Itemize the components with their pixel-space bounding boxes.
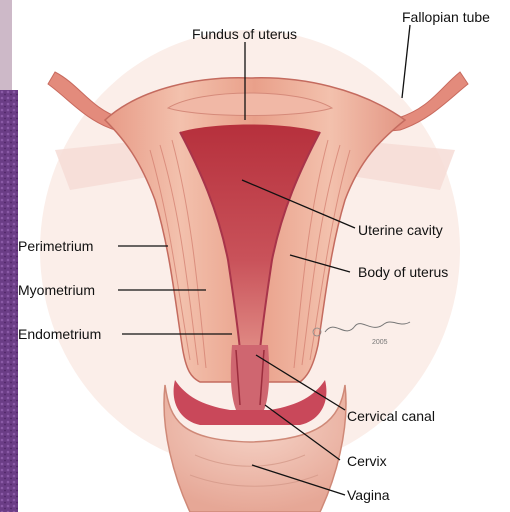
label-body-of-uterus: Body of uterus xyxy=(358,264,448,280)
label-cervix: Cervix xyxy=(347,453,387,469)
label-uterine-cavity: Uterine cavity xyxy=(358,222,443,238)
label-myometrium: Myometrium xyxy=(18,282,95,298)
label-fundus: Fundus of uterus xyxy=(192,26,297,42)
label-fallopian-tube: Fallopian tube xyxy=(402,9,490,25)
cervical-canal xyxy=(231,345,269,410)
label-perimetrium: Perimetrium xyxy=(18,238,93,254)
label-endometrium: Endometrium xyxy=(18,326,101,342)
label-cervical-canal: Cervical canal xyxy=(347,408,435,424)
background-tissue-photo xyxy=(0,0,18,512)
signature-year: 2005 xyxy=(372,339,388,346)
leader-fallopian xyxy=(402,25,410,98)
label-vagina: Vagina xyxy=(347,487,390,503)
